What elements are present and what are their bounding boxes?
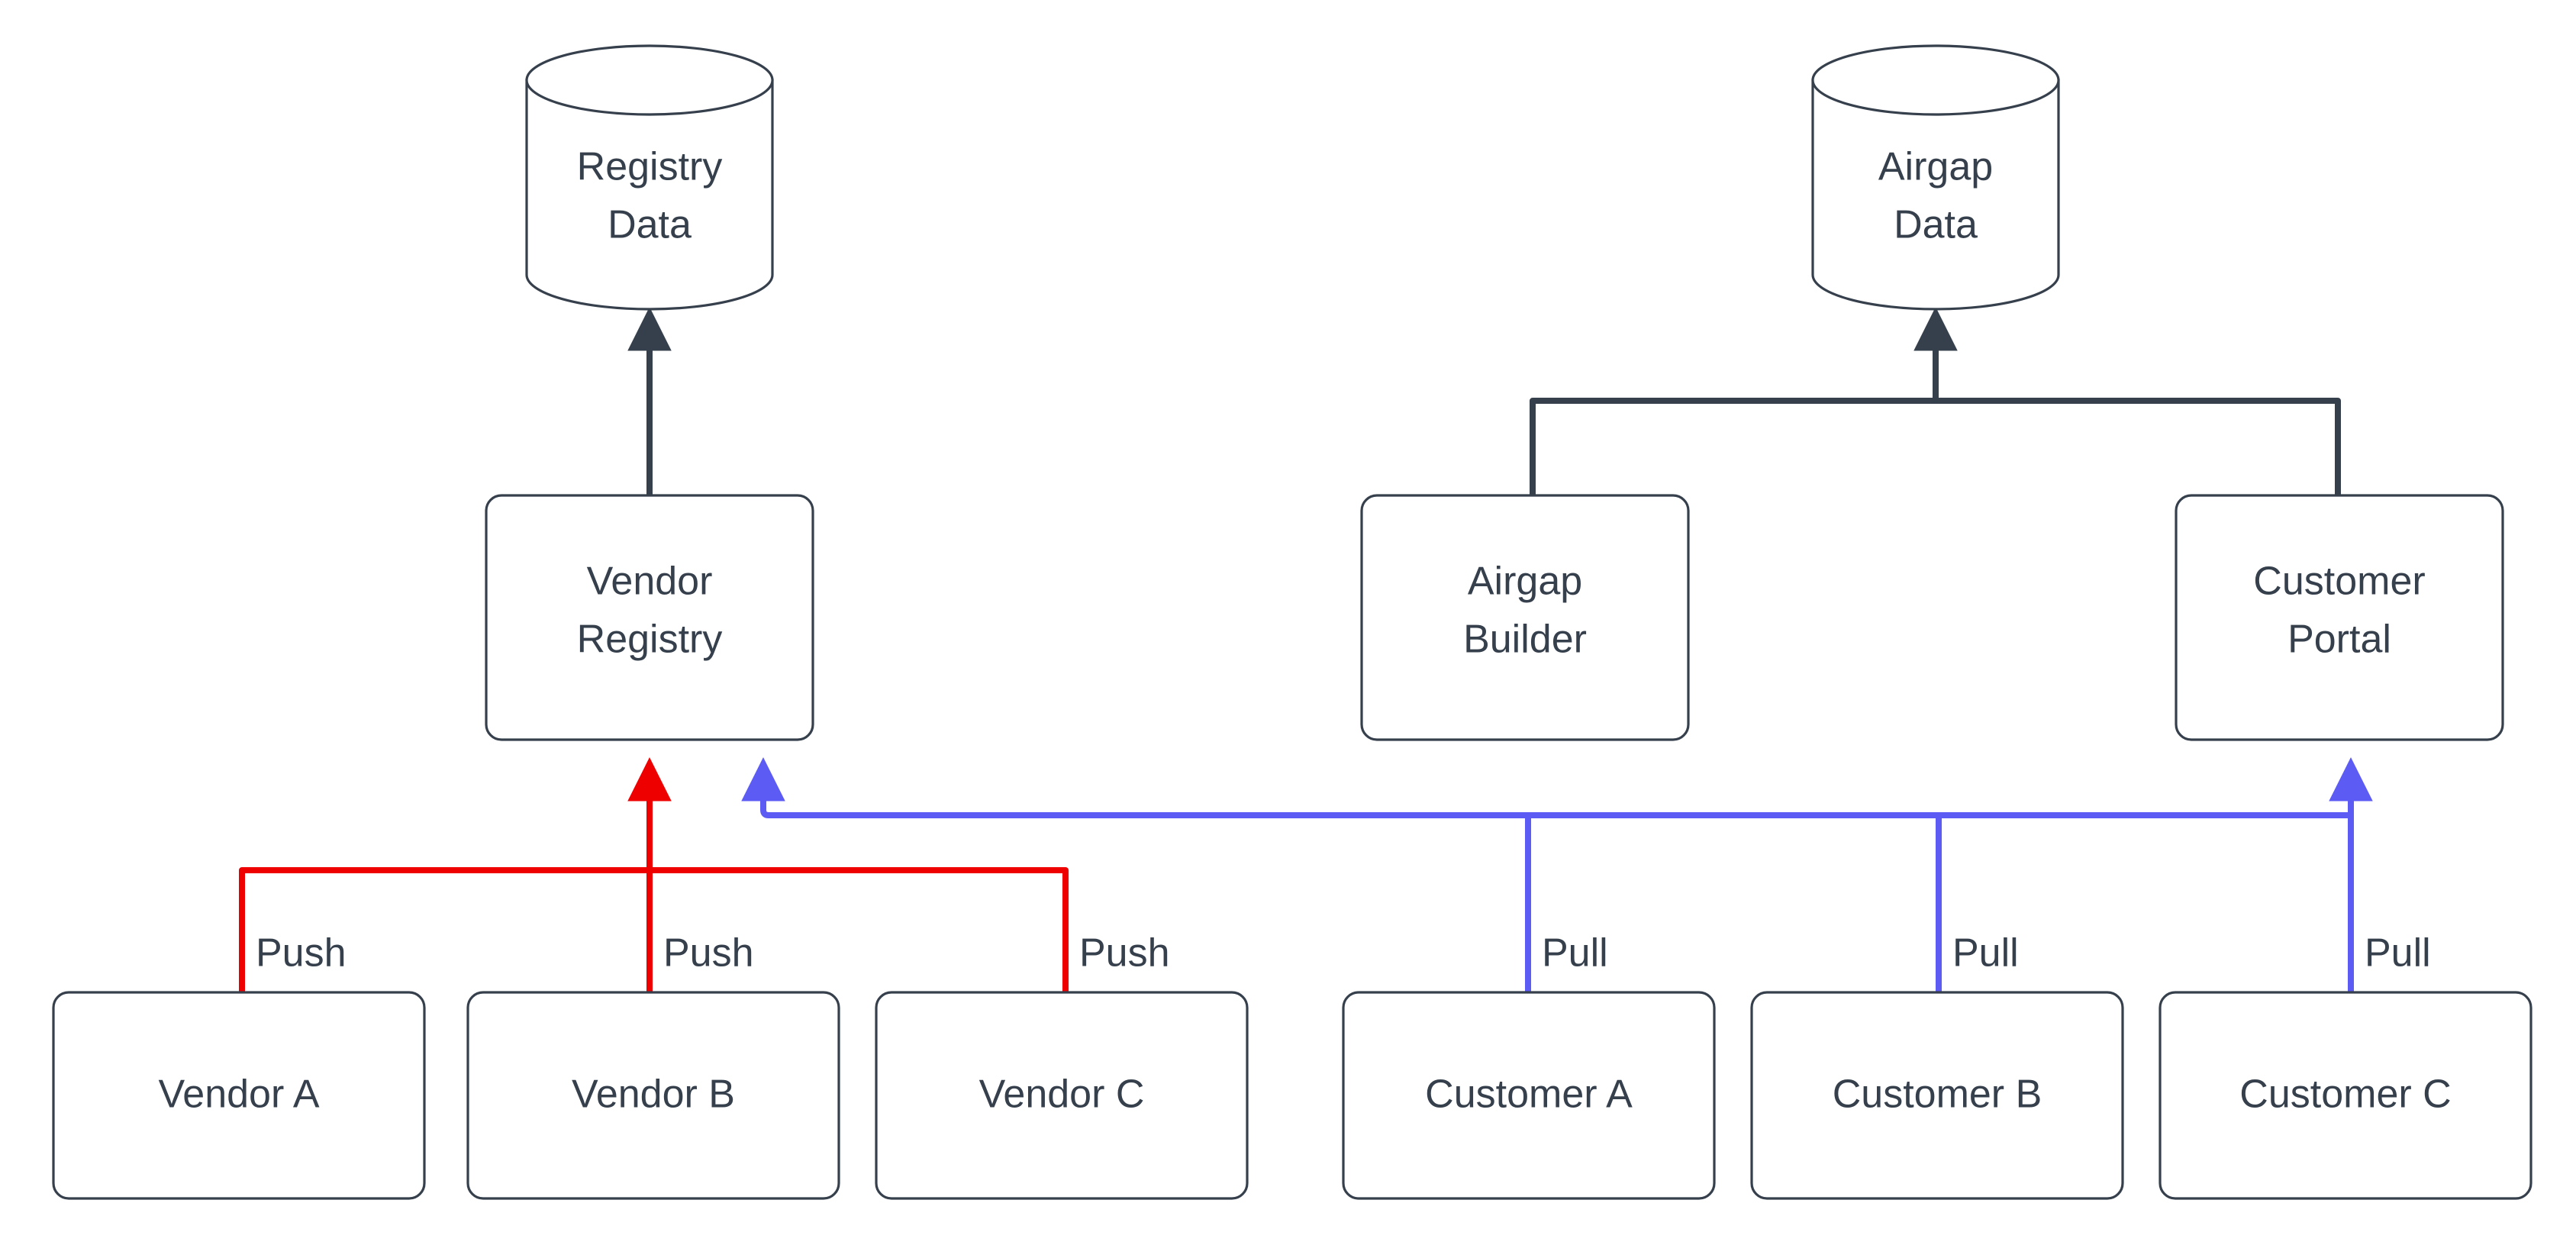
airgap-builder-label-line1: Airgap xyxy=(1468,560,1582,604)
vendor-registry-label-line2: Registry xyxy=(577,618,723,662)
edge-label-pull-customer-b: Pull xyxy=(1952,931,2019,976)
vendor-a-label: Vendor A xyxy=(158,1073,319,1117)
edge-label-pull-customer-c: Pull xyxy=(2365,931,2431,976)
edge-label-pull-customer-a: Pull xyxy=(1542,931,1608,976)
registry-data-cylinder-top xyxy=(525,44,774,116)
edge-vendor-a-push xyxy=(239,867,650,992)
service-customer-portal[interactable]: Customer Portal xyxy=(2175,494,2504,741)
vendor-c-label: Vendor C xyxy=(979,1073,1145,1117)
actor-vendor-a[interactable]: Vendor A xyxy=(52,991,426,1200)
airgap-builder-label-line2: Builder xyxy=(1463,618,1587,662)
customer-b-box xyxy=(1750,991,2124,1200)
vendor-b-box xyxy=(466,991,840,1200)
customer-portal-label-line2: Portal xyxy=(2287,618,2391,662)
actor-vendor-b[interactable]: Vendor B xyxy=(466,991,840,1200)
airgap-data-label-line1: Airgap xyxy=(1878,145,1993,189)
customer-b-label: Customer B xyxy=(1833,1073,2042,1117)
registry-data-cylinder-body xyxy=(525,79,774,311)
customer-a-box xyxy=(1342,991,1716,1200)
customer-portal-box xyxy=(2175,494,2504,741)
edge-vendor-c-push xyxy=(650,867,1069,992)
datastore-airgap-data[interactable]: Airgap Data xyxy=(1811,44,2060,311)
customer-c-label: Customer C xyxy=(2239,1073,2451,1117)
actor-customer-a[interactable]: Customer A xyxy=(1342,991,1716,1200)
vendor-registry-box xyxy=(485,494,814,741)
service-airgap-builder[interactable]: Airgap Builder xyxy=(1360,494,1690,741)
actor-customer-b[interactable]: Customer B xyxy=(1750,991,2124,1200)
registry-data-label-line1: Registry xyxy=(577,145,723,189)
airgap-builder-box xyxy=(1360,494,1690,741)
airgap-data-label-line2: Data xyxy=(1894,203,1978,247)
actor-customer-c[interactable]: Customer C xyxy=(2158,991,2532,1200)
datastore-registry-data[interactable]: Registry Data xyxy=(525,44,774,311)
customer-a-label: Customer A xyxy=(1425,1073,1633,1117)
edge-pull-bus-to-vendor-registry xyxy=(741,756,2351,818)
edge-label-push-vendor-b: Push xyxy=(663,931,754,976)
vendor-a-box xyxy=(52,991,426,1200)
airgap-data-cylinder-top xyxy=(1811,44,2060,116)
customer-portal-label-line1: Customer xyxy=(2253,560,2425,604)
vendor-c-box xyxy=(875,991,1249,1200)
registry-data-label-line2: Data xyxy=(608,203,692,247)
customer-c-box xyxy=(2158,991,2532,1200)
airgap-data-cylinder-body xyxy=(1811,79,2060,311)
vendor-b-label: Vendor B xyxy=(572,1073,735,1117)
service-vendor-registry[interactable]: Vendor Registry xyxy=(485,494,814,741)
edge-label-push-vendor-a: Push xyxy=(256,931,347,976)
actor-vendor-c[interactable]: Vendor C xyxy=(875,991,1249,1200)
vendor-registry-label-line1: Vendor xyxy=(587,560,713,604)
edge-label-push-vendor-c: Push xyxy=(1079,931,1170,976)
